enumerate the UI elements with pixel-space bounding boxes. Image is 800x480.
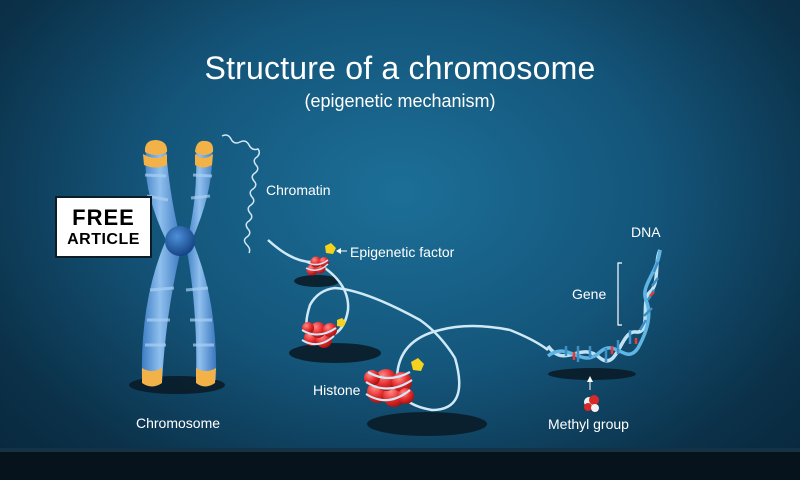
page-subtitle: (epigenetic mechanism) (304, 91, 496, 111)
label-histone: Histone (313, 382, 361, 398)
chromatin-fiber (221, 134, 261, 254)
badge-line-1: FREE (72, 205, 135, 230)
histone-shadow-1 (294, 275, 340, 287)
label-methyl-group: Methyl group (548, 416, 629, 432)
histone-shadow-3 (367, 412, 487, 436)
badge-line-2: ARTICLE (67, 231, 140, 248)
free-article-badge[interactable]: FREE ARTICLE (55, 196, 152, 258)
epigenetic-factor-3 (411, 358, 424, 371)
centromere (165, 226, 195, 256)
epigenetic-factor-1 (325, 243, 336, 254)
dna-helix (509, 249, 662, 363)
dna-shadow (548, 368, 636, 380)
histone-shadow-2 (289, 343, 381, 363)
histone-3 (364, 369, 414, 407)
histone-1 (305, 256, 329, 276)
label-dna: DNA (631, 224, 661, 240)
label-gene: Gene (572, 286, 607, 302)
chromosome-illustration (141, 140, 217, 387)
label-epigenetic-factor: Epigenetic factor (350, 244, 455, 260)
epigenetic-factor-2 (337, 318, 346, 327)
label-chromosome: Chromosome (136, 415, 221, 431)
methyl-group-icon (584, 395, 599, 412)
histone-2 (301, 322, 337, 348)
label-chromatin: Chromatin (266, 182, 331, 198)
page-title: Structure of a chromosome (204, 50, 596, 86)
gene-bracket (617, 262, 622, 326)
bottom-band (0, 448, 800, 480)
